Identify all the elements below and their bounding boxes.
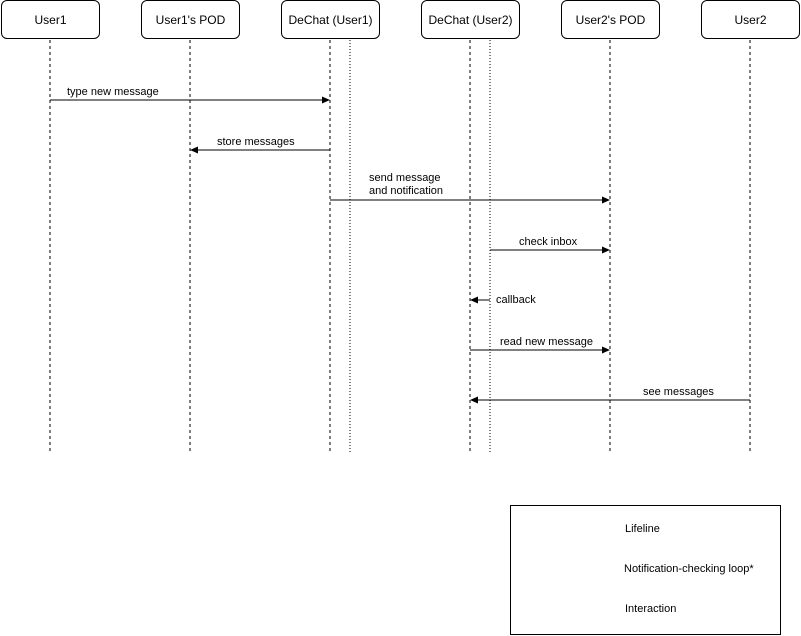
actor-dechat-user1: DeChat (User1) xyxy=(281,0,380,39)
message-label-callback: callback xyxy=(496,294,536,306)
actor-label: User2 xyxy=(734,12,767,27)
message-label-read-new-message: read new message xyxy=(500,336,593,348)
message-label-store-messages: store messages xyxy=(217,136,295,148)
actor-label: DeChat (User2) xyxy=(428,12,513,27)
legend-label-lifeline: Lifeline xyxy=(625,523,660,535)
actor-user1-pod: User1's POD xyxy=(141,0,240,39)
actor-user2-pod: User2's POD xyxy=(561,0,660,39)
message-label-and-notification: and notification xyxy=(369,185,443,197)
legend xyxy=(510,505,781,635)
actor-label: User1 xyxy=(34,12,67,27)
actor-label: User2's POD xyxy=(575,12,646,27)
legend-label-loop: Notification-checking loop* xyxy=(624,563,754,575)
actor-user1: User1 xyxy=(1,0,100,39)
actor-label: User1's POD xyxy=(155,12,226,27)
message-label-see-messages: see messages xyxy=(643,386,714,398)
message-label-check-inbox: check inbox xyxy=(519,236,578,248)
actor-label: DeChat (User1) xyxy=(288,12,373,27)
actor-user2: User2 xyxy=(701,0,800,39)
message-label-send-message: send message xyxy=(369,172,441,184)
actor-dechat-user2: DeChat (User2) xyxy=(421,0,520,39)
message-label-type-new-message: type new message xyxy=(67,86,159,98)
legend-label-interaction: Interaction xyxy=(625,603,677,615)
